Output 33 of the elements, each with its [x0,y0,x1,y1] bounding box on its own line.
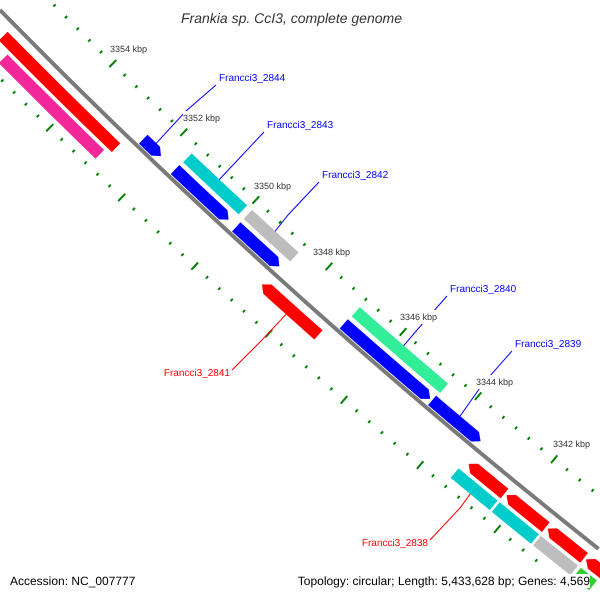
leader-line [274,182,320,232]
gene-feature [170,165,229,220]
gene-feature [468,464,508,498]
gene-label: Francci3_2842 [322,170,388,182]
gene-label: Francci3_2843 [267,120,334,132]
gene-feature [548,528,588,563]
gene-label: Francci3_2838 [362,538,428,550]
leader-line [218,132,264,180]
gene-label: Francci3_2841 [164,368,230,380]
gene-feature [506,494,550,532]
map-title: Frankia sp. CcI3, complete genome [181,10,402,26]
gene-bar [533,536,578,576]
scale-label: 3346 kbp [400,310,438,324]
accession-text: Accession: NC_007777 [10,574,136,588]
gene-bar [352,307,448,394]
gene-bar [183,153,248,214]
gene-bar [450,468,498,510]
scale-label: 3352 kbp [183,111,220,125]
gene-bar [492,502,539,544]
gene-bar [244,210,299,262]
gene-label: Francci3_2840 [450,284,516,296]
leader-line [156,84,216,144]
leader-line [232,314,287,370]
gene-feature [138,134,161,156]
gene-bar [0,54,104,159]
gene-feature [232,222,280,266]
gene-feature [262,284,323,340]
scale-label: 3344 kbp [476,375,514,389]
genome-info-text: Topology: circular; Length: 5,433,628 bp; Genes: 4,569 [298,574,590,588]
gene-label: Francci3_2844 [219,73,286,85]
leader-line [430,493,471,540]
gene-feature [428,396,481,442]
gene-label: Francci3_2839 [515,339,582,351]
